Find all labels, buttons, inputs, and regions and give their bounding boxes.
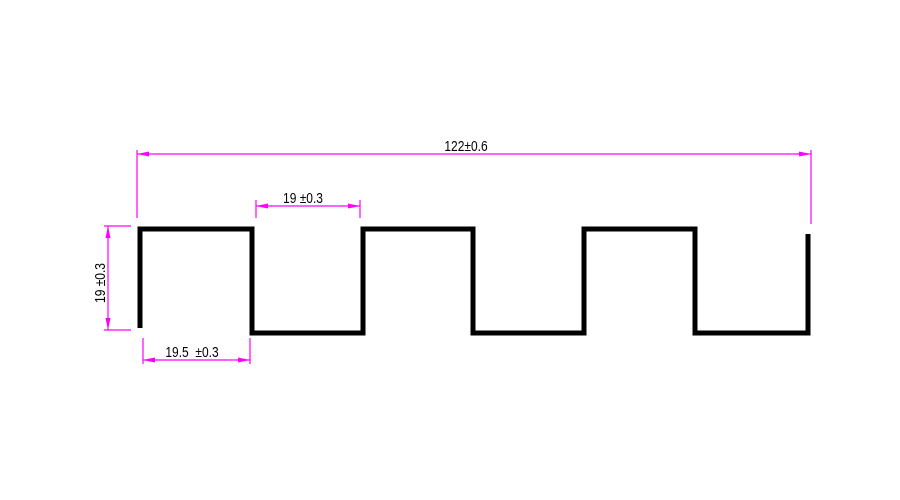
height-dimension: 19 ±0.3: [92, 225, 131, 331]
gap-width-dimension: 19 ±0.3: [255, 190, 361, 218]
corrugated-profile: [137, 226, 811, 336]
flange-width-dimension: 19.5 ±0.3: [142, 338, 251, 364]
gap-width-label: 19 ±0.3: [283, 190, 323, 207]
flange-width-label: 19.5 ±0.3: [165, 344, 218, 361]
overall-width-dimension: 122±0.6: [136, 138, 812, 224]
height-label: 19 ±0.3: [92, 263, 109, 303]
overall-width-label: 122±0.6: [444, 138, 487, 155]
